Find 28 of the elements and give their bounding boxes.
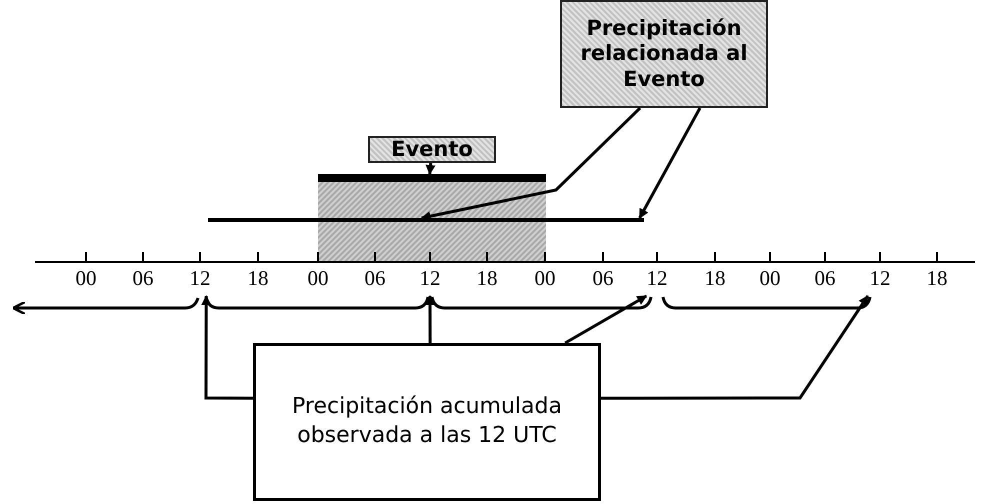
arrow bbox=[425, 295, 436, 343]
tick-label: 06 bbox=[814, 266, 836, 291]
arrow bbox=[564, 294, 648, 344]
tick-label: 06 bbox=[132, 266, 154, 291]
tick-label: 00 bbox=[534, 266, 556, 291]
arrow bbox=[201, 295, 253, 400]
arrow bbox=[426, 162, 436, 175]
tick-label: 12 bbox=[420, 266, 440, 291]
tick-label: 06 bbox=[364, 266, 386, 291]
tick-label: 12 bbox=[870, 266, 890, 291]
arrow bbox=[638, 107, 702, 219]
tick-label: 06 bbox=[592, 266, 614, 291]
tick-label: 18 bbox=[476, 266, 498, 291]
tick-label: 00 bbox=[76, 266, 96, 291]
event-box: Evento bbox=[368, 136, 496, 163]
arrow bbox=[601, 295, 870, 400]
bracket bbox=[430, 296, 653, 310]
observed-accumulation-box: Precipitación acumulada observada a las 12 UTC bbox=[253, 343, 601, 501]
bracket bbox=[661, 296, 872, 310]
related-precipitation-box: Precipitación relacionada al Evento bbox=[560, 0, 768, 108]
event-period-bar bbox=[318, 174, 546, 182]
tick-label: 00 bbox=[760, 266, 780, 291]
tick-label: 18 bbox=[248, 266, 268, 291]
tick-label: 00 bbox=[308, 266, 328, 291]
tick-label: 12 bbox=[646, 266, 668, 291]
tick-label: 18 bbox=[926, 266, 948, 291]
tick-label: 18 bbox=[704, 266, 726, 291]
tick-label: 12 bbox=[190, 266, 210, 291]
